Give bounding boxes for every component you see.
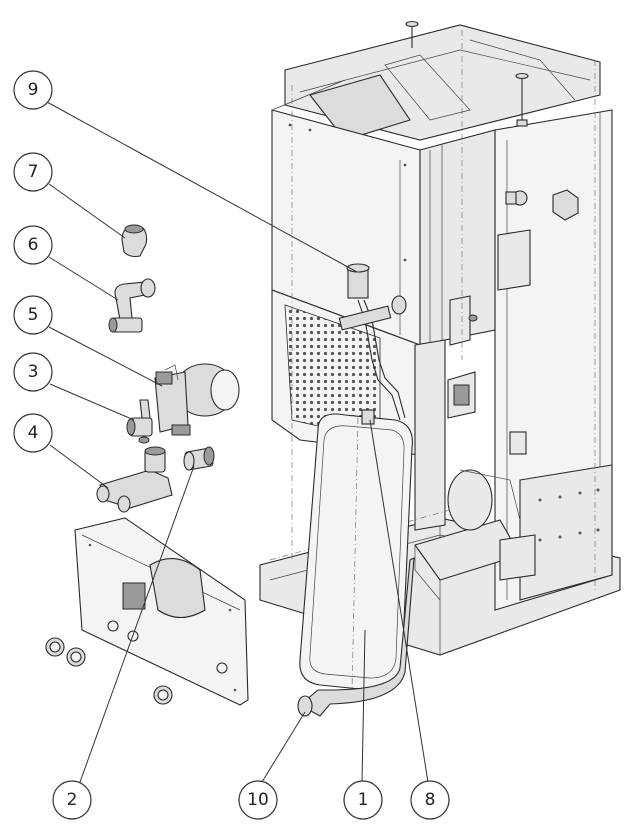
callout-5: 5 bbox=[13, 295, 53, 335]
expansion-tank bbox=[297, 409, 415, 717]
callout-10-label: 10 bbox=[247, 790, 269, 810]
callout-8: 8 bbox=[410, 780, 450, 820]
callout-6-label: 6 bbox=[28, 235, 39, 255]
callout-3: 3 bbox=[13, 352, 53, 392]
callout-5-label: 5 bbox=[28, 305, 39, 325]
callout-9-label: 9 bbox=[28, 80, 39, 100]
callout-9: 9 bbox=[13, 70, 53, 110]
callout-4: 4 bbox=[13, 413, 53, 453]
side-plug bbox=[552, 189, 579, 221]
callout-6: 6 bbox=[13, 225, 53, 265]
part-4-manifold bbox=[96, 446, 173, 513]
callout-7-label: 7 bbox=[28, 162, 39, 182]
callout-3-label: 3 bbox=[28, 362, 39, 382]
callout-1-label: 1 bbox=[358, 790, 369, 810]
part-5-pump bbox=[154, 363, 240, 436]
leader-lines bbox=[46, 101, 429, 783]
front-side-panel bbox=[419, 129, 496, 346]
callout-4-label: 4 bbox=[28, 423, 39, 443]
callout-1: 1 bbox=[343, 780, 383, 820]
part-2-fitting bbox=[183, 446, 215, 471]
top-lid bbox=[309, 74, 411, 141]
callout-10: 10 bbox=[238, 780, 278, 820]
part-3-valve bbox=[126, 399, 153, 444]
lock-nuts bbox=[45, 637, 173, 705]
callout-7: 7 bbox=[13, 152, 53, 192]
callout-8-label: 8 bbox=[425, 790, 436, 810]
part-6-elbow bbox=[108, 278, 156, 333]
callout-2: 2 bbox=[52, 780, 92, 820]
part-7-cap bbox=[121, 224, 148, 258]
center-frame bbox=[414, 339, 446, 531]
mounting-plate bbox=[74, 517, 249, 706]
outlet-pipe bbox=[299, 557, 415, 717]
callout-2-label: 2 bbox=[67, 790, 78, 810]
